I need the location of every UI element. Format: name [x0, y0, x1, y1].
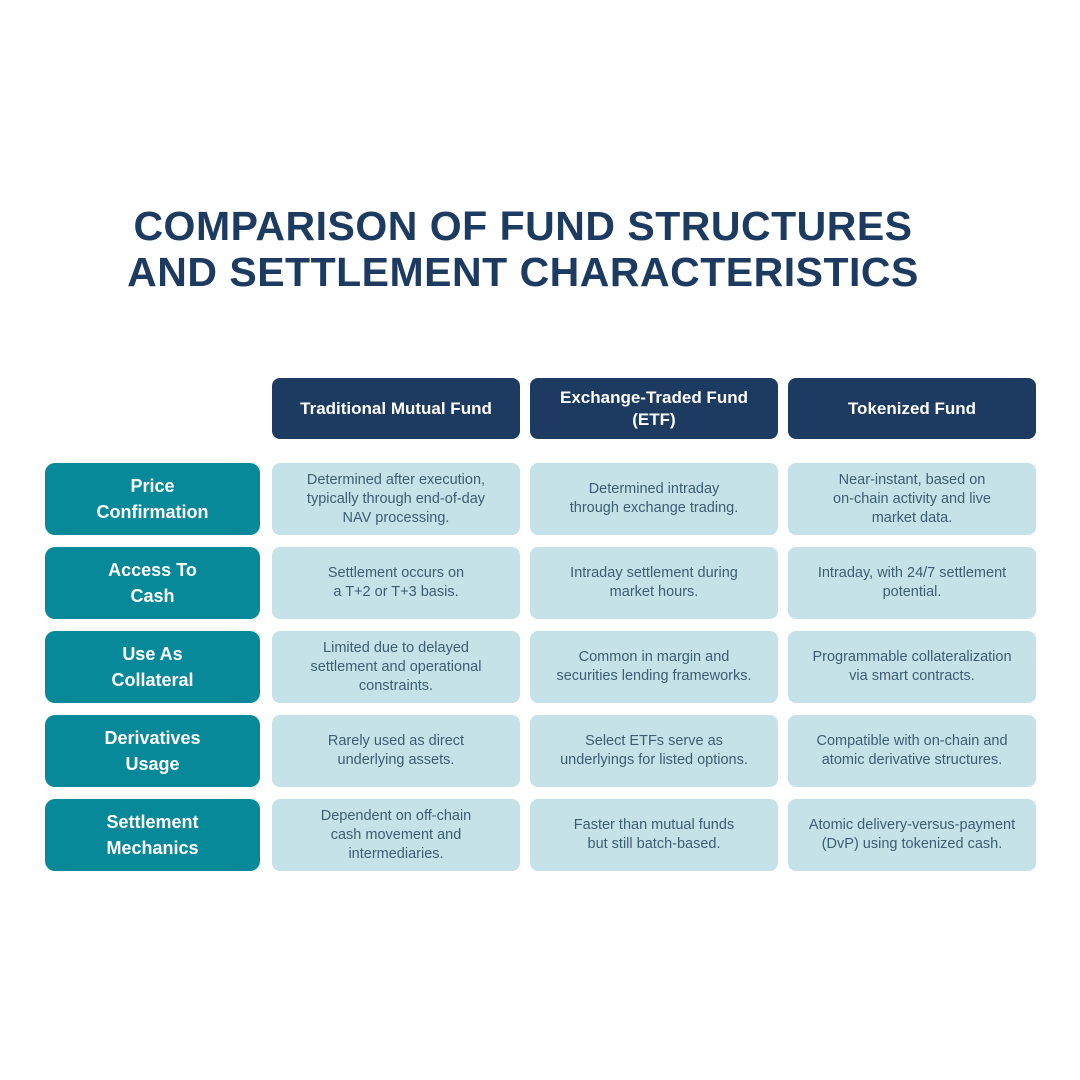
column-header-row: Traditional Mutual Fund Exchange-Traded …	[272, 378, 1036, 439]
cell-price-confirmation-mutual-fund: Determined after execution, typically th…	[272, 463, 520, 535]
cell-use-as-collateral-etf: Common in margin and securities lending …	[530, 631, 778, 703]
table-row-access-to-cash: Access To Cash Settlement occurs on a T+…	[45, 547, 1036, 619]
cell-use-as-collateral-tokenized: Programmable collateralization via smart…	[788, 631, 1036, 703]
cell-derivatives-usage-tokenized: Compatible with on-chain and atomic deri…	[788, 715, 1036, 787]
table-row-settlement-mechanics: Settlement Mechanics Dependent on off-ch…	[45, 799, 1036, 871]
cell-settlement-mechanics-mutual-fund: Dependent on off-chain cash movement and…	[272, 799, 520, 871]
cell-access-to-cash-tokenized: Intraday, with 24/7 settlement potential…	[788, 547, 1036, 619]
cell-price-confirmation-etf: Determined intraday through exchange tra…	[530, 463, 778, 535]
cell-derivatives-usage-etf: Select ETFs serve as underlyings for lis…	[530, 715, 778, 787]
table-row-price-confirmation: Price Confirmation Determined after exec…	[45, 463, 1036, 535]
cell-price-confirmation-tokenized: Near-instant, based on on-chain activity…	[788, 463, 1036, 535]
cell-use-as-collateral-mutual-fund: Limited due to delayed settlement and op…	[272, 631, 520, 703]
page-title: COMPARISON OF FUND STRUCTURES AND SETTLE…	[0, 203, 1046, 295]
row-label-price-confirmation: Price Confirmation	[45, 463, 260, 535]
cell-access-to-cash-mutual-fund: Settlement occurs on a T+2 or T+3 basis.	[272, 547, 520, 619]
row-label-settlement-mechanics: Settlement Mechanics	[45, 799, 260, 871]
cell-access-to-cash-etf: Intraday settlement during market hours.	[530, 547, 778, 619]
cell-settlement-mechanics-etf: Faster than mutual funds but still batch…	[530, 799, 778, 871]
page-title-line1: COMPARISON OF FUND STRUCTURES	[133, 203, 913, 249]
page-title-line2: AND SETTLEMENT CHARACTERISTICS	[127, 249, 919, 295]
table-row-derivatives-usage: Derivatives Usage Rarely used as direct …	[45, 715, 1036, 787]
column-header-traditional-mutual-fund: Traditional Mutual Fund	[272, 378, 520, 439]
row-label-use-as-collateral: Use As Collateral	[45, 631, 260, 703]
column-header-exchange-traded-fund: Exchange-Traded Fund (ETF)	[530, 378, 778, 439]
row-label-derivatives-usage: Derivatives Usage	[45, 715, 260, 787]
comparison-table: Traditional Mutual Fund Exchange-Traded …	[45, 378, 1036, 883]
column-header-tokenized-fund: Tokenized Fund	[788, 378, 1036, 439]
row-label-access-to-cash: Access To Cash	[45, 547, 260, 619]
cell-settlement-mechanics-tokenized: Atomic delivery-versus-payment (DvP) usi…	[788, 799, 1036, 871]
table-row-use-as-collateral: Use As Collateral Limited due to delayed…	[45, 631, 1036, 703]
cell-derivatives-usage-mutual-fund: Rarely used as direct underlying assets.	[272, 715, 520, 787]
